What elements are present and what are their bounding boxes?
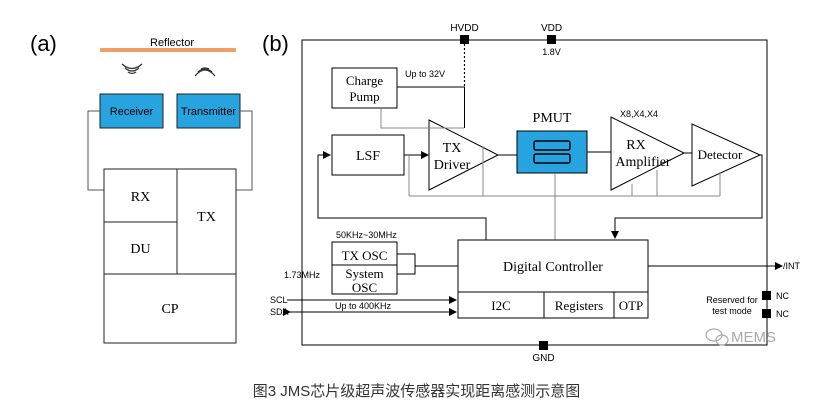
- receiver-label: Receiver: [110, 106, 154, 118]
- i2c-block: [457, 291, 545, 319]
- gain-label: X8,X4,X4: [620, 109, 658, 119]
- reserved-label-2: test mode: [712, 306, 752, 316]
- up-to-400k-label: Up to 400KHz: [335, 301, 392, 311]
- hvdd-label: HVDD: [450, 23, 478, 34]
- receiver-connection-line: [87, 110, 104, 191]
- otp-label: OTP: [619, 298, 644, 313]
- controller-to-lsf-arrow: [317, 151, 487, 240]
- lsf-label: LSF: [356, 149, 380, 164]
- charge-pump-label-1: Charge: [346, 73, 384, 88]
- panel-b-label: (b): [262, 31, 289, 56]
- i2c-label: I2C: [491, 298, 511, 313]
- wechat-icon: [705, 328, 729, 346]
- osc-to-controller-lines: [397, 253, 458, 275]
- control-lines-gray: [380, 108, 721, 240]
- gnd-label: GND: [532, 353, 554, 364]
- chip-outline: [103, 168, 237, 344]
- gnd-pin: [539, 341, 548, 350]
- rx-amplifier-label-1: RX: [626, 138, 645, 153]
- reserved-label-1: Reserved for: [706, 295, 758, 305]
- detector-label: Detector: [698, 147, 743, 162]
- osc-range-label: 50KHz~30MHz: [336, 230, 397, 240]
- system-osc-label-2: OSC: [352, 280, 377, 295]
- vdd-label: VDD: [541, 23, 562, 34]
- watermark: MEMS: [705, 328, 776, 346]
- system-osc-label-1: System: [345, 266, 383, 281]
- rx-amplifier-block: [610, 116, 686, 191]
- charge-pump-label-2: Pump: [349, 89, 379, 104]
- oscillator-block: [331, 241, 398, 295]
- transmitter-label: Transmitter: [181, 106, 237, 118]
- detector-feedback-arrow: [611, 154, 763, 239]
- digital-controller-label: Digital Controller: [503, 260, 603, 275]
- vdd-value: 1.8V: [542, 47, 561, 57]
- panel-a: (a) Reflector Receiver Transmitter RX TX…: [30, 31, 253, 344]
- receive-wave-icon: [121, 63, 143, 75]
- du-label: DU: [130, 242, 150, 257]
- sda-label: SDA: [270, 307, 289, 317]
- charge-pump-output-line: [397, 86, 465, 128]
- lsf-block: [331, 134, 405, 176]
- pmut-block: [516, 130, 588, 174]
- nc-pin-2: [762, 309, 771, 318]
- nc-label-2: NC: [776, 309, 789, 319]
- rx-amplifier-label-2: Amplifier: [615, 155, 671, 170]
- detector-block: [691, 123, 762, 187]
- transmit-wave-icon: [194, 67, 216, 77]
- panel-b: (b) HVDD VDD 1.8V Charge Pump Up to 32V …: [262, 23, 801, 364]
- transmitter-block: [176, 93, 241, 129]
- up-to-32v-label: Up to 32V: [405, 69, 445, 79]
- pmut-symbol-icon: [533, 140, 571, 164]
- otp-block: [613, 291, 649, 319]
- registers-block: [543, 291, 615, 319]
- scl-label: SCL: [270, 295, 288, 305]
- chip-boundary: [301, 39, 768, 346]
- nc-pin-1: [762, 291, 771, 300]
- nc-label-1: NC: [776, 291, 789, 301]
- rx-label: RX: [131, 190, 150, 205]
- tx-driver-block: [428, 119, 500, 191]
- freq-1-73mhz-label: 1.73MHz: [284, 270, 321, 280]
- hvdd-pin: [460, 35, 469, 44]
- charge-pump-block: [331, 67, 398, 109]
- transmitter-connection-line: [236, 110, 253, 191]
- receiver-block: [99, 93, 164, 129]
- tx-osc-label: TX OSC: [342, 248, 388, 263]
- reflector-label: Reflector: [150, 37, 194, 49]
- cp-label: CP: [161, 302, 178, 317]
- pmut-label: PMUT: [533, 111, 572, 126]
- panel-a-label: (a): [30, 31, 57, 56]
- tx-driver-label-2: Driver: [434, 158, 471, 173]
- tx-driver-label-1: TX: [443, 141, 462, 156]
- vdd-pin: [547, 35, 556, 44]
- figure-caption: 图3 JMS芯片级超声波传感器实现距离感测示意图: [253, 382, 581, 400]
- int-label: /INT: [783, 261, 801, 271]
- watermark-text: MEMS: [731, 329, 776, 346]
- tx-label: TX: [197, 210, 216, 225]
- registers-label: Registers: [555, 298, 603, 313]
